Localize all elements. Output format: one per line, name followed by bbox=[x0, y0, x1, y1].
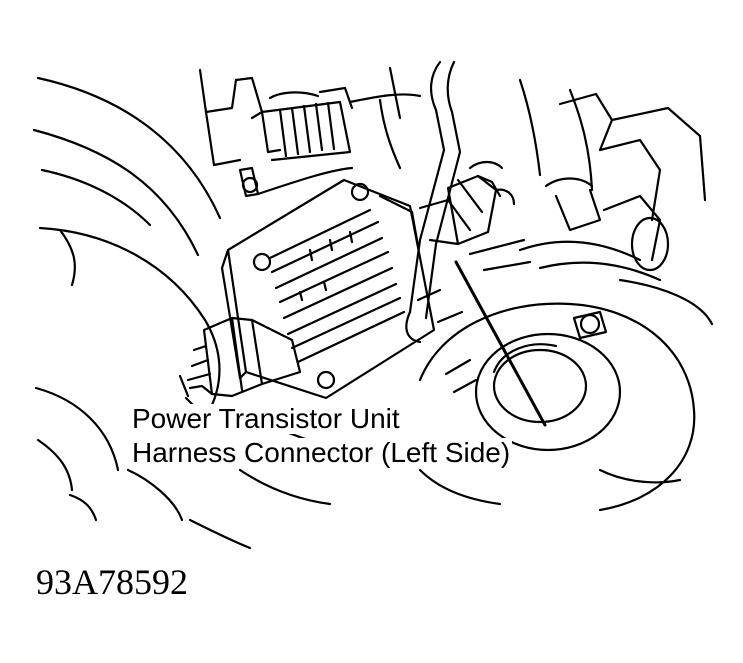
callout-label-line-1: Power Transistor Unit bbox=[130, 403, 402, 434]
tester-probe bbox=[405, 60, 462, 344]
power-transistor-unit bbox=[220, 178, 436, 400]
upper-components bbox=[198, 66, 422, 198]
harness-connector bbox=[416, 160, 516, 324]
right-side-components bbox=[468, 78, 714, 340]
callout-leader-line bbox=[454, 260, 547, 427]
round-reservoir bbox=[418, 302, 696, 512]
callout-label-line-2: Harness Connector (Left Side) bbox=[130, 437, 513, 468]
figure-reference-number: 93A78592 bbox=[36, 562, 188, 602]
air-intake-duct bbox=[32, 76, 222, 522]
